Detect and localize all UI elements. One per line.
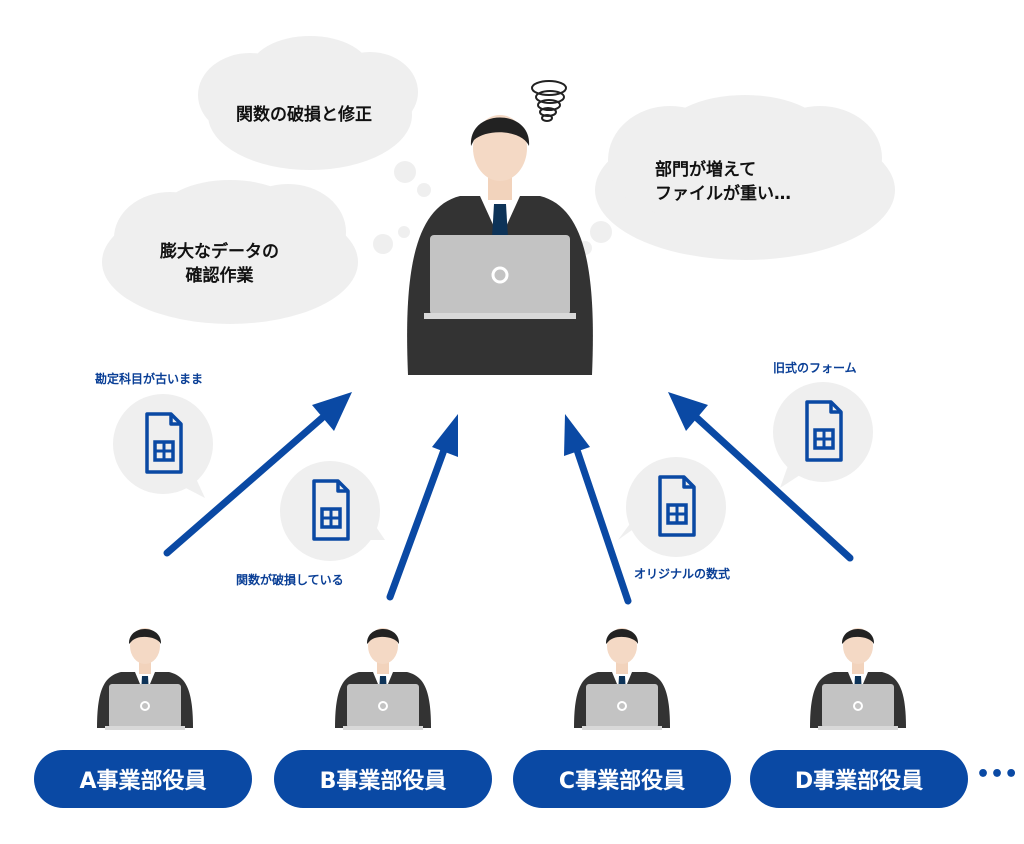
staff-figure-d bbox=[809, 627, 907, 731]
more-departments-ellipsis: ••• bbox=[976, 762, 1019, 787]
department-d-label: D事業部役員 bbox=[750, 750, 968, 808]
department-c-label: C事業部役員 bbox=[513, 750, 731, 808]
thought-cloud-heavy-file bbox=[578, 95, 895, 260]
arrow-d-to-manager bbox=[668, 392, 854, 562]
staff-figure-a bbox=[96, 627, 194, 731]
stress-scribble-icon bbox=[531, 80, 567, 122]
thought-heavy-line1: 部門が増えて bbox=[655, 160, 757, 180]
note-old-accounts: 勘定科目が古いまま bbox=[95, 372, 204, 386]
speech-bubble-broken-func bbox=[280, 461, 385, 561]
manager-figure bbox=[407, 115, 593, 375]
thought-data-line2: 確認作業 bbox=[185, 266, 254, 286]
department-a-label: A事業部役員 bbox=[34, 750, 252, 808]
thought-cloud-func-break bbox=[198, 36, 431, 197]
thought-data-check: 膨大なデータの 確認作業 bbox=[160, 240, 279, 288]
speech-bubble-original-formula bbox=[618, 457, 726, 557]
thought-heavy-line2: ファイルが重い… bbox=[655, 184, 791, 204]
department-b-label: B事業部役員 bbox=[274, 750, 492, 808]
thought-heavy-file: 部門が増えて ファイルが重い… bbox=[655, 158, 791, 206]
arrow-c-to-manager bbox=[564, 414, 632, 605]
note-old-form: 旧式のフォーム bbox=[773, 361, 857, 375]
speech-bubble-old-accounts bbox=[113, 394, 213, 498]
note-broken-func: 関数が破損している bbox=[236, 573, 344, 587]
arrow-a-to-manager bbox=[163, 392, 352, 557]
speech-bubble-old-form bbox=[773, 382, 873, 488]
thought-cloud-data-check bbox=[102, 180, 410, 324]
thought-data-line1: 膨大なデータの bbox=[160, 242, 279, 262]
staff-figure-b bbox=[334, 627, 432, 731]
arrow-b-to-manager bbox=[386, 414, 458, 601]
thought-func-break: 関数の破損と修正 bbox=[236, 105, 372, 125]
staff-figure-c bbox=[573, 627, 671, 731]
note-original-formula: オリジナルの数式 bbox=[634, 567, 731, 581]
